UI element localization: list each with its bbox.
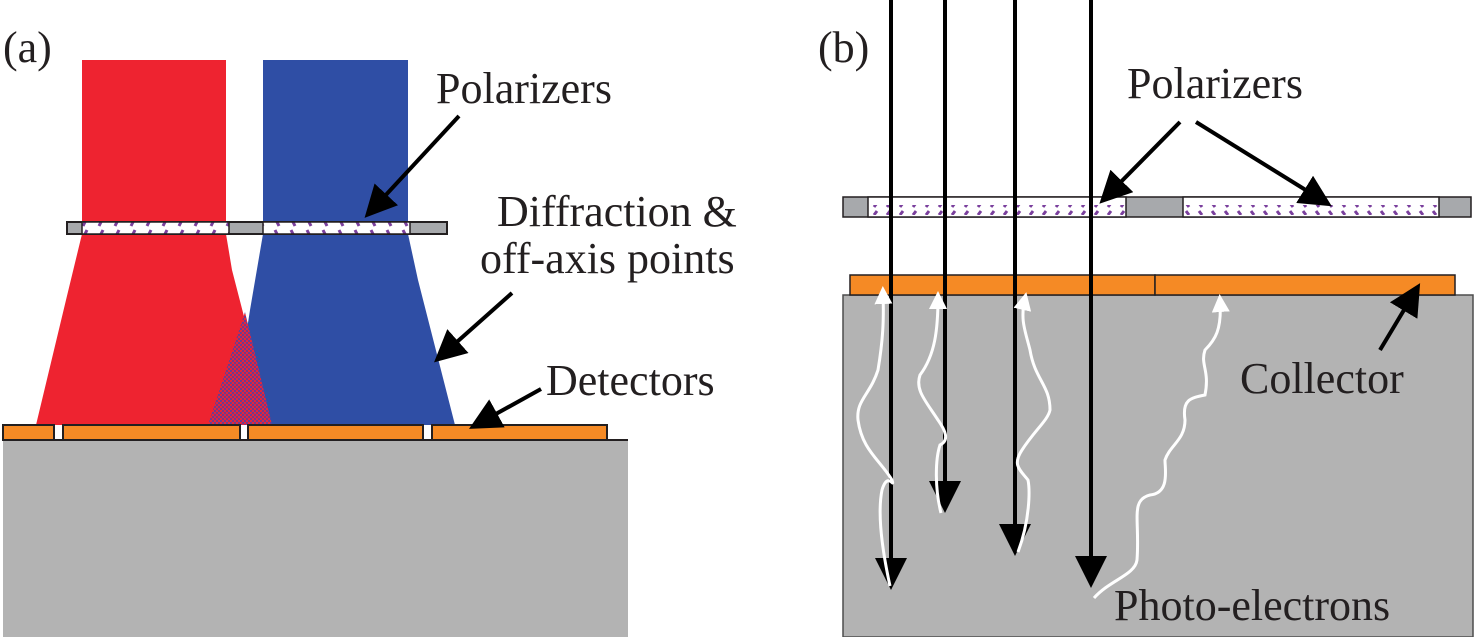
photo-electrons-label: Photo-electrons [1114,581,1390,630]
collector-segment [1154,274,1456,296]
panel-a: (a) Polarizers [2,23,737,637]
detector-array [2,424,608,441]
polarizers-label-a: Polarizers [436,64,612,113]
diffraction-arrow [434,291,514,363]
panel-a-label: (a) [3,23,52,72]
panel-b-label: (b) [818,23,869,72]
detector [2,424,55,441]
polarizers-arrow-a [364,114,461,218]
polarizers-arrow-b-right [1194,120,1332,207]
blue-beam-upper [263,60,408,228]
detector [247,424,424,441]
electron-path [917,291,948,514]
polarizer-left [81,221,230,235]
diffraction-label-line2: off-axis points [480,234,735,283]
collector-label: Collector [1240,354,1404,403]
blue-beam [232,60,455,425]
detector [62,424,241,441]
red-beam-upper [82,60,226,228]
polarizer-left-stripes [868,205,1126,215]
polarizer-right [262,221,411,235]
detectors-label: Detectors [546,356,715,405]
electron-path [1092,294,1230,600]
substrate [3,440,628,637]
red-beam-lower [36,234,272,425]
polarizer-bar-b [842,196,1472,218]
detector [431,424,608,441]
blue-beam-lower [232,234,455,425]
polarizers-label-b: Polarizers [1127,59,1303,108]
collector [849,274,1456,296]
collector-segment [849,274,1156,296]
polarizer-right-stripes [1183,205,1439,215]
polarizers-arrow-b-left [1099,120,1182,204]
beam-overlap-region [208,312,272,425]
electron-paths [856,286,1230,600]
electron-path [1013,292,1052,553]
electron-path [856,286,895,587]
detectors-arrow [469,387,542,429]
panel-b: (b) Polari [818,0,1474,637]
red-beam [36,60,272,425]
diffraction-label-line1: Diffraction & [497,187,737,236]
polarizer-bar-a [66,221,448,235]
substrate [842,294,1474,637]
collector-arrow-visible [1378,283,1421,352]
